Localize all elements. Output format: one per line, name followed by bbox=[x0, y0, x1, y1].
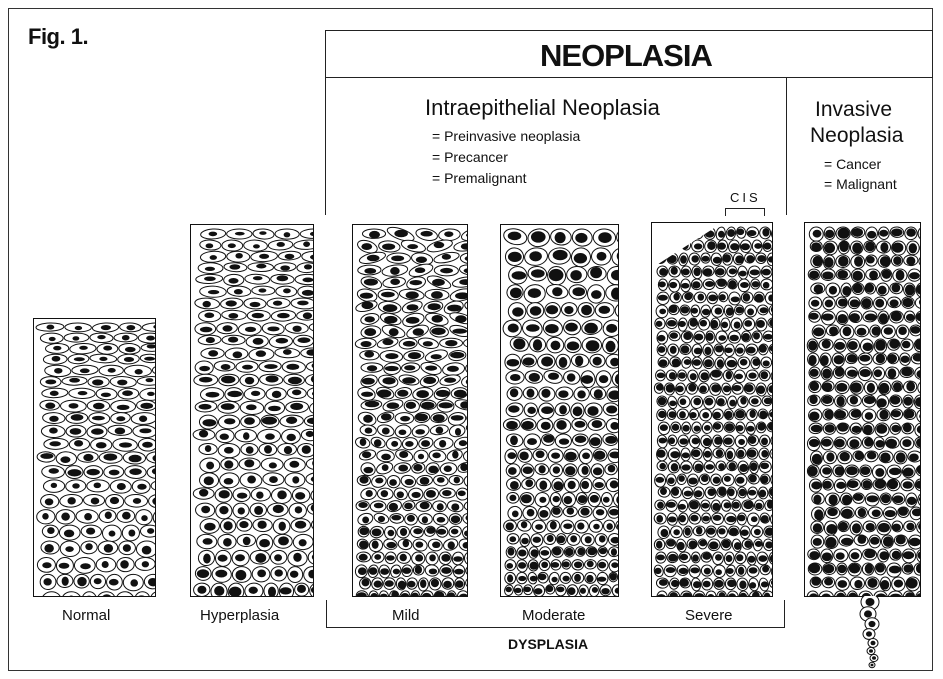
neoplasia-title: NEOPLASIA bbox=[540, 38, 712, 74]
panel-label-normal: Normal bbox=[62, 607, 110, 624]
epithelium-panel-invasive bbox=[804, 222, 921, 597]
figure-title: Fig. 1. bbox=[28, 24, 88, 50]
epithelium-panel-normal bbox=[33, 318, 156, 597]
epithelium-panel-hyperplasia bbox=[190, 224, 314, 597]
cell-layer bbox=[652, 223, 772, 596]
invasive-synonym: = Malignant bbox=[824, 176, 897, 192]
cell-layer bbox=[805, 223, 920, 596]
neoplasia-center-divider bbox=[786, 78, 787, 215]
dysplasia-label: DYSPLASIA bbox=[508, 636, 588, 652]
invasive-title-line1: Invasive bbox=[815, 98, 892, 122]
intraepithelial-synonym: = Preinvasive neoplasia bbox=[432, 128, 580, 144]
cis-label: CIS bbox=[730, 190, 761, 205]
neoplasia-left-divider bbox=[325, 78, 326, 215]
cell-layer bbox=[34, 319, 155, 596]
intraepithelial-title: Intraepithelial Neoplasia bbox=[425, 95, 660, 121]
epithelium-panel-mild bbox=[352, 224, 468, 597]
dysplasia-bracket bbox=[326, 600, 785, 628]
invasive-tail bbox=[840, 596, 900, 676]
cis-bracket bbox=[725, 208, 765, 216]
cell-layer bbox=[191, 225, 313, 596]
invasive-synonym: = Cancer bbox=[824, 156, 881, 172]
intraepithelial-synonym: = Precancer bbox=[432, 149, 508, 165]
invasive-title-line2: Neoplasia bbox=[810, 124, 903, 148]
cell-layer bbox=[501, 225, 618, 596]
epithelium-panel-severe bbox=[651, 222, 773, 597]
intraepithelial-synonym: = Premalignant bbox=[432, 170, 527, 186]
epithelium-panel-moderate bbox=[500, 224, 619, 597]
cell-layer bbox=[353, 225, 467, 596]
panel-label-hyperplasia: Hyperplasia bbox=[200, 607, 279, 624]
